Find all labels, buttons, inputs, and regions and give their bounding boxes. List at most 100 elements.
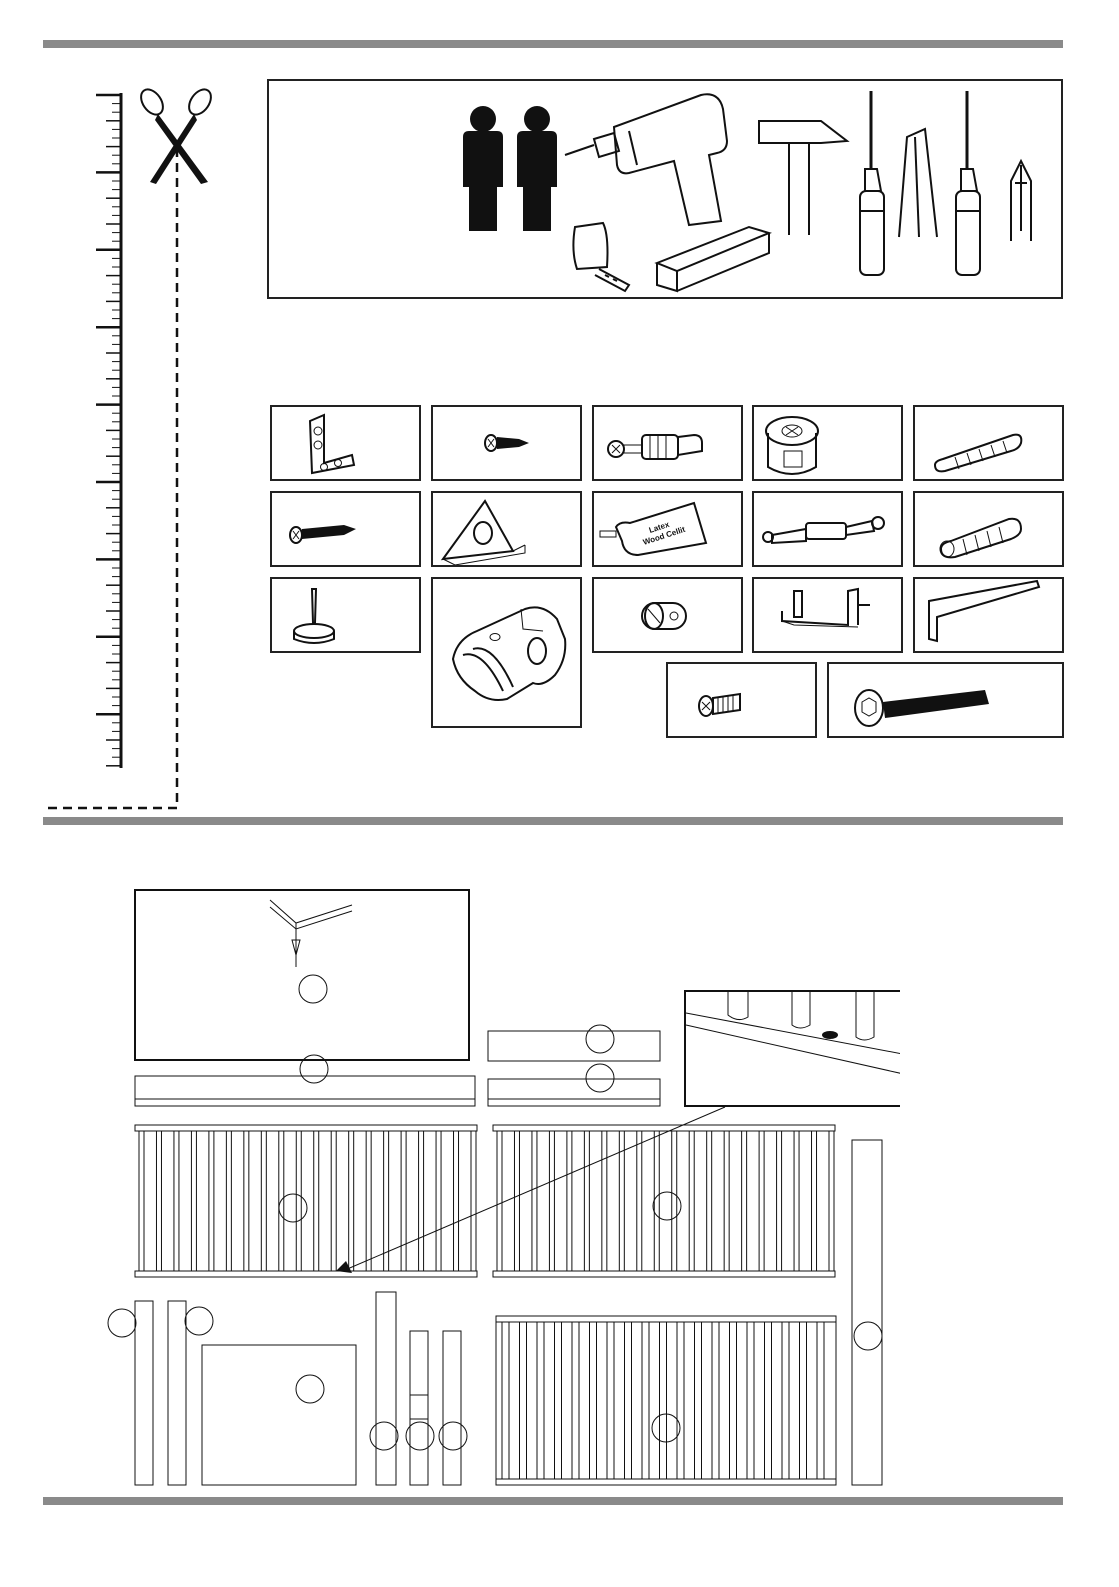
slat — [296, 1131, 301, 1271]
hex-bolt-icon — [829, 664, 1062, 736]
slat — [800, 1322, 807, 1479]
hammer-icon — [759, 121, 847, 235]
slat — [226, 1131, 231, 1271]
slat — [520, 1322, 527, 1479]
slat — [384, 1131, 389, 1271]
slat — [607, 1322, 614, 1479]
tools-required-box — [267, 79, 1063, 299]
slat — [654, 1131, 659, 1271]
cut-line — [48, 148, 177, 808]
slat — [572, 1322, 579, 1479]
nail-glide-icon — [272, 579, 419, 651]
slat-holder-icon — [433, 579, 580, 726]
slat — [730, 1322, 737, 1479]
machine-screw-icon — [668, 664, 815, 736]
hardware-box — [270, 491, 421, 567]
detail-zoom-icon — [336, 991, 900, 1273]
slat — [724, 1131, 729, 1271]
slat — [782, 1322, 789, 1479]
hardware-box — [913, 491, 1064, 567]
slat — [314, 1131, 319, 1271]
slat — [695, 1322, 702, 1479]
hardware-box — [752, 405, 903, 481]
slat — [590, 1322, 597, 1479]
post-3-icon — [370, 1292, 398, 1485]
slat — [537, 1322, 544, 1479]
short-rail-bottom-icon — [488, 1064, 660, 1106]
slat — [401, 1131, 406, 1271]
hardware-box — [592, 405, 743, 481]
u-bracket-icon — [754, 579, 901, 651]
slat — [261, 1131, 266, 1271]
slat — [502, 1322, 509, 1479]
slat — [817, 1322, 824, 1479]
phillips-screwdriver-icon — [860, 91, 884, 275]
slat — [777, 1131, 782, 1271]
cam-lock-icon — [754, 407, 901, 479]
slat-base-icon — [496, 1316, 836, 1485]
ruler-ticks — [96, 95, 121, 766]
short-rail-top-icon — [488, 1025, 660, 1061]
post-5-icon — [439, 1331, 467, 1485]
slat — [454, 1131, 459, 1271]
side-post-2-icon — [168, 1301, 213, 1485]
cut-out-ruler — [40, 80, 220, 815]
slat — [436, 1131, 441, 1271]
slat — [747, 1322, 754, 1479]
allen-key-icon — [915, 579, 1062, 651]
person-icon — [463, 106, 503, 231]
slat — [765, 1322, 772, 1479]
slat — [642, 1322, 649, 1479]
slatted-frame-left-icon — [135, 1125, 477, 1277]
slat — [689, 1131, 694, 1271]
slat — [829, 1131, 834, 1271]
hardware-box — [913, 577, 1064, 653]
hardware-box — [592, 577, 743, 653]
slat — [707, 1131, 712, 1271]
slat — [759, 1131, 764, 1271]
hardware-box — [913, 405, 1064, 481]
person-icon — [517, 106, 557, 231]
hardware-box — [431, 491, 582, 567]
barrel-nut-icon — [594, 579, 741, 651]
post-4-icon — [406, 1331, 434, 1485]
slat — [677, 1322, 684, 1479]
bottom-rule — [43, 1497, 1063, 1505]
slat — [742, 1131, 747, 1271]
slat — [349, 1131, 354, 1271]
wood-block-icon — [657, 227, 769, 291]
hardware-box — [431, 577, 582, 728]
slat — [625, 1322, 632, 1479]
slat — [331, 1131, 336, 1271]
wood-dowel-icon — [915, 407, 1062, 479]
power-drill-icon — [565, 94, 727, 225]
slat — [209, 1131, 214, 1271]
slat — [672, 1131, 677, 1271]
slat — [514, 1131, 519, 1271]
parts-diagram — [100, 885, 900, 1490]
square-panel-icon — [202, 1345, 356, 1485]
rail-board-icon — [135, 1055, 475, 1106]
slat — [139, 1131, 144, 1271]
angle-bracket-icon — [272, 407, 419, 479]
slat — [244, 1131, 249, 1271]
slat — [419, 1131, 424, 1271]
connector-bolt-icon — [754, 493, 901, 565]
hardware-box — [752, 577, 903, 653]
short-screw-icon — [433, 407, 580, 479]
slat — [532, 1131, 537, 1271]
slat — [660, 1322, 667, 1479]
panel-board-icon — [135, 890, 469, 1060]
slatted-frame-right-icon — [493, 1125, 835, 1277]
cam-bolt-icon — [594, 407, 741, 479]
tall-post-icon — [852, 1140, 882, 1485]
slat — [366, 1131, 371, 1271]
section-divider-rule — [43, 817, 1063, 825]
slat — [497, 1131, 502, 1271]
hardware-box — [827, 662, 1064, 738]
hardware-box — [752, 491, 903, 567]
phillips-bit-icon — [1011, 161, 1031, 241]
slat — [637, 1131, 642, 1271]
slat — [794, 1131, 799, 1271]
